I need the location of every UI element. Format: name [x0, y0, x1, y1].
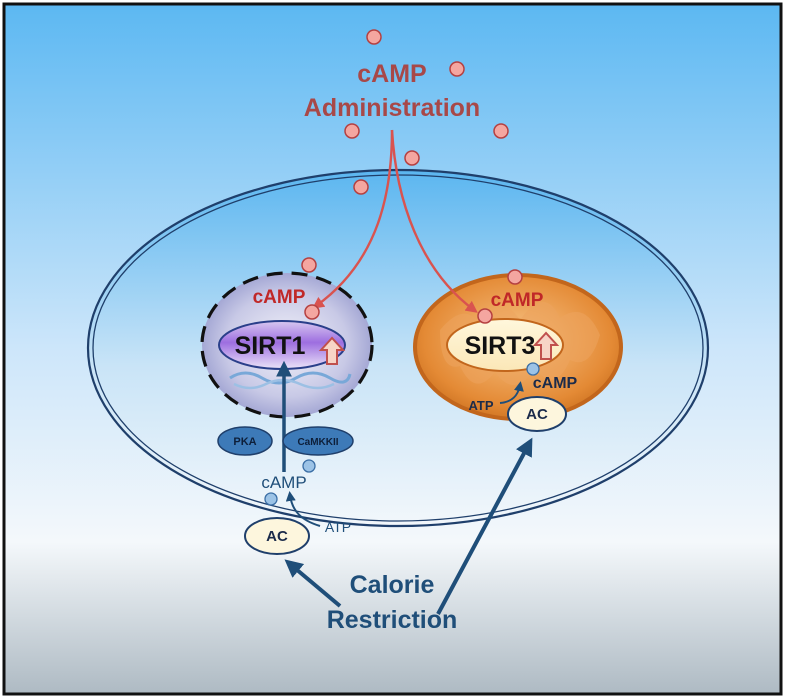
camp-dot-bound-sirt3 [477, 308, 493, 324]
arrow-atp-to-camp-cytosol [285, 491, 321, 527]
arrow-atp-to-camp-mito [499, 381, 524, 404]
membrane-ac-label: AC [266, 528, 288, 545]
camp-dot-blue [526, 362, 540, 376]
camkk-oval [282, 426, 354, 456]
arrow-calorie-to-membrane-ac [284, 559, 342, 608]
camkk-label: CaMKKII [297, 437, 338, 448]
camp-dot [344, 123, 360, 139]
camp-dot [404, 150, 420, 166]
camp-dots-red [301, 29, 523, 324]
cytosol-camp-label: cAMP [261, 473, 306, 492]
sirt1-label: SIRT1 [235, 332, 306, 360]
camp-dot [493, 123, 509, 139]
camp-dot-bound-sirt1 [304, 304, 320, 320]
membrane-atp-label: ATP [325, 519, 351, 535]
camp-dots-blue [264, 362, 540, 506]
mito-ac-label: AC [526, 406, 548, 423]
arrow-admin-to-mito [390, 129, 478, 313]
camp-dot-blue [264, 492, 278, 506]
nucleus-camp-label: cAMP [253, 287, 306, 308]
camp-dot [366, 29, 382, 45]
camp-dot [449, 61, 465, 77]
admin-line1: cAMP [357, 60, 426, 88]
pka-label: PKA [233, 436, 256, 448]
camp-dot [301, 257, 317, 273]
sirt3-increase-arrow-icon [532, 331, 560, 360]
camp-dot-blue [302, 459, 316, 473]
camp-dot [507, 269, 523, 285]
nuclear-envelope [200, 271, 374, 419]
dna-strand [229, 371, 352, 385]
nucleus [200, 271, 374, 419]
mito-camp-product-label: cAMP [533, 375, 578, 392]
sirt3-protein [446, 318, 564, 372]
arrow-admin-to-nucleus [312, 129, 394, 309]
arrow-calorie-to-mito-ac [436, 437, 533, 615]
camp-dot [353, 179, 369, 195]
calorie-line1: Calorie [350, 571, 435, 599]
admin-line2: Administration [304, 94, 480, 122]
calorie-line2: Restriction [327, 606, 458, 634]
mito-camp-label: cAMP [491, 290, 544, 311]
pka-oval [217, 426, 273, 456]
mito-ac-oval [507, 396, 567, 432]
sirt3-label: SIRT3 [465, 332, 536, 360]
mito-atp-label: ATP [468, 398, 493, 413]
membrane-ac-oval [244, 517, 310, 555]
sirt1-increase-arrow-icon [318, 336, 346, 365]
